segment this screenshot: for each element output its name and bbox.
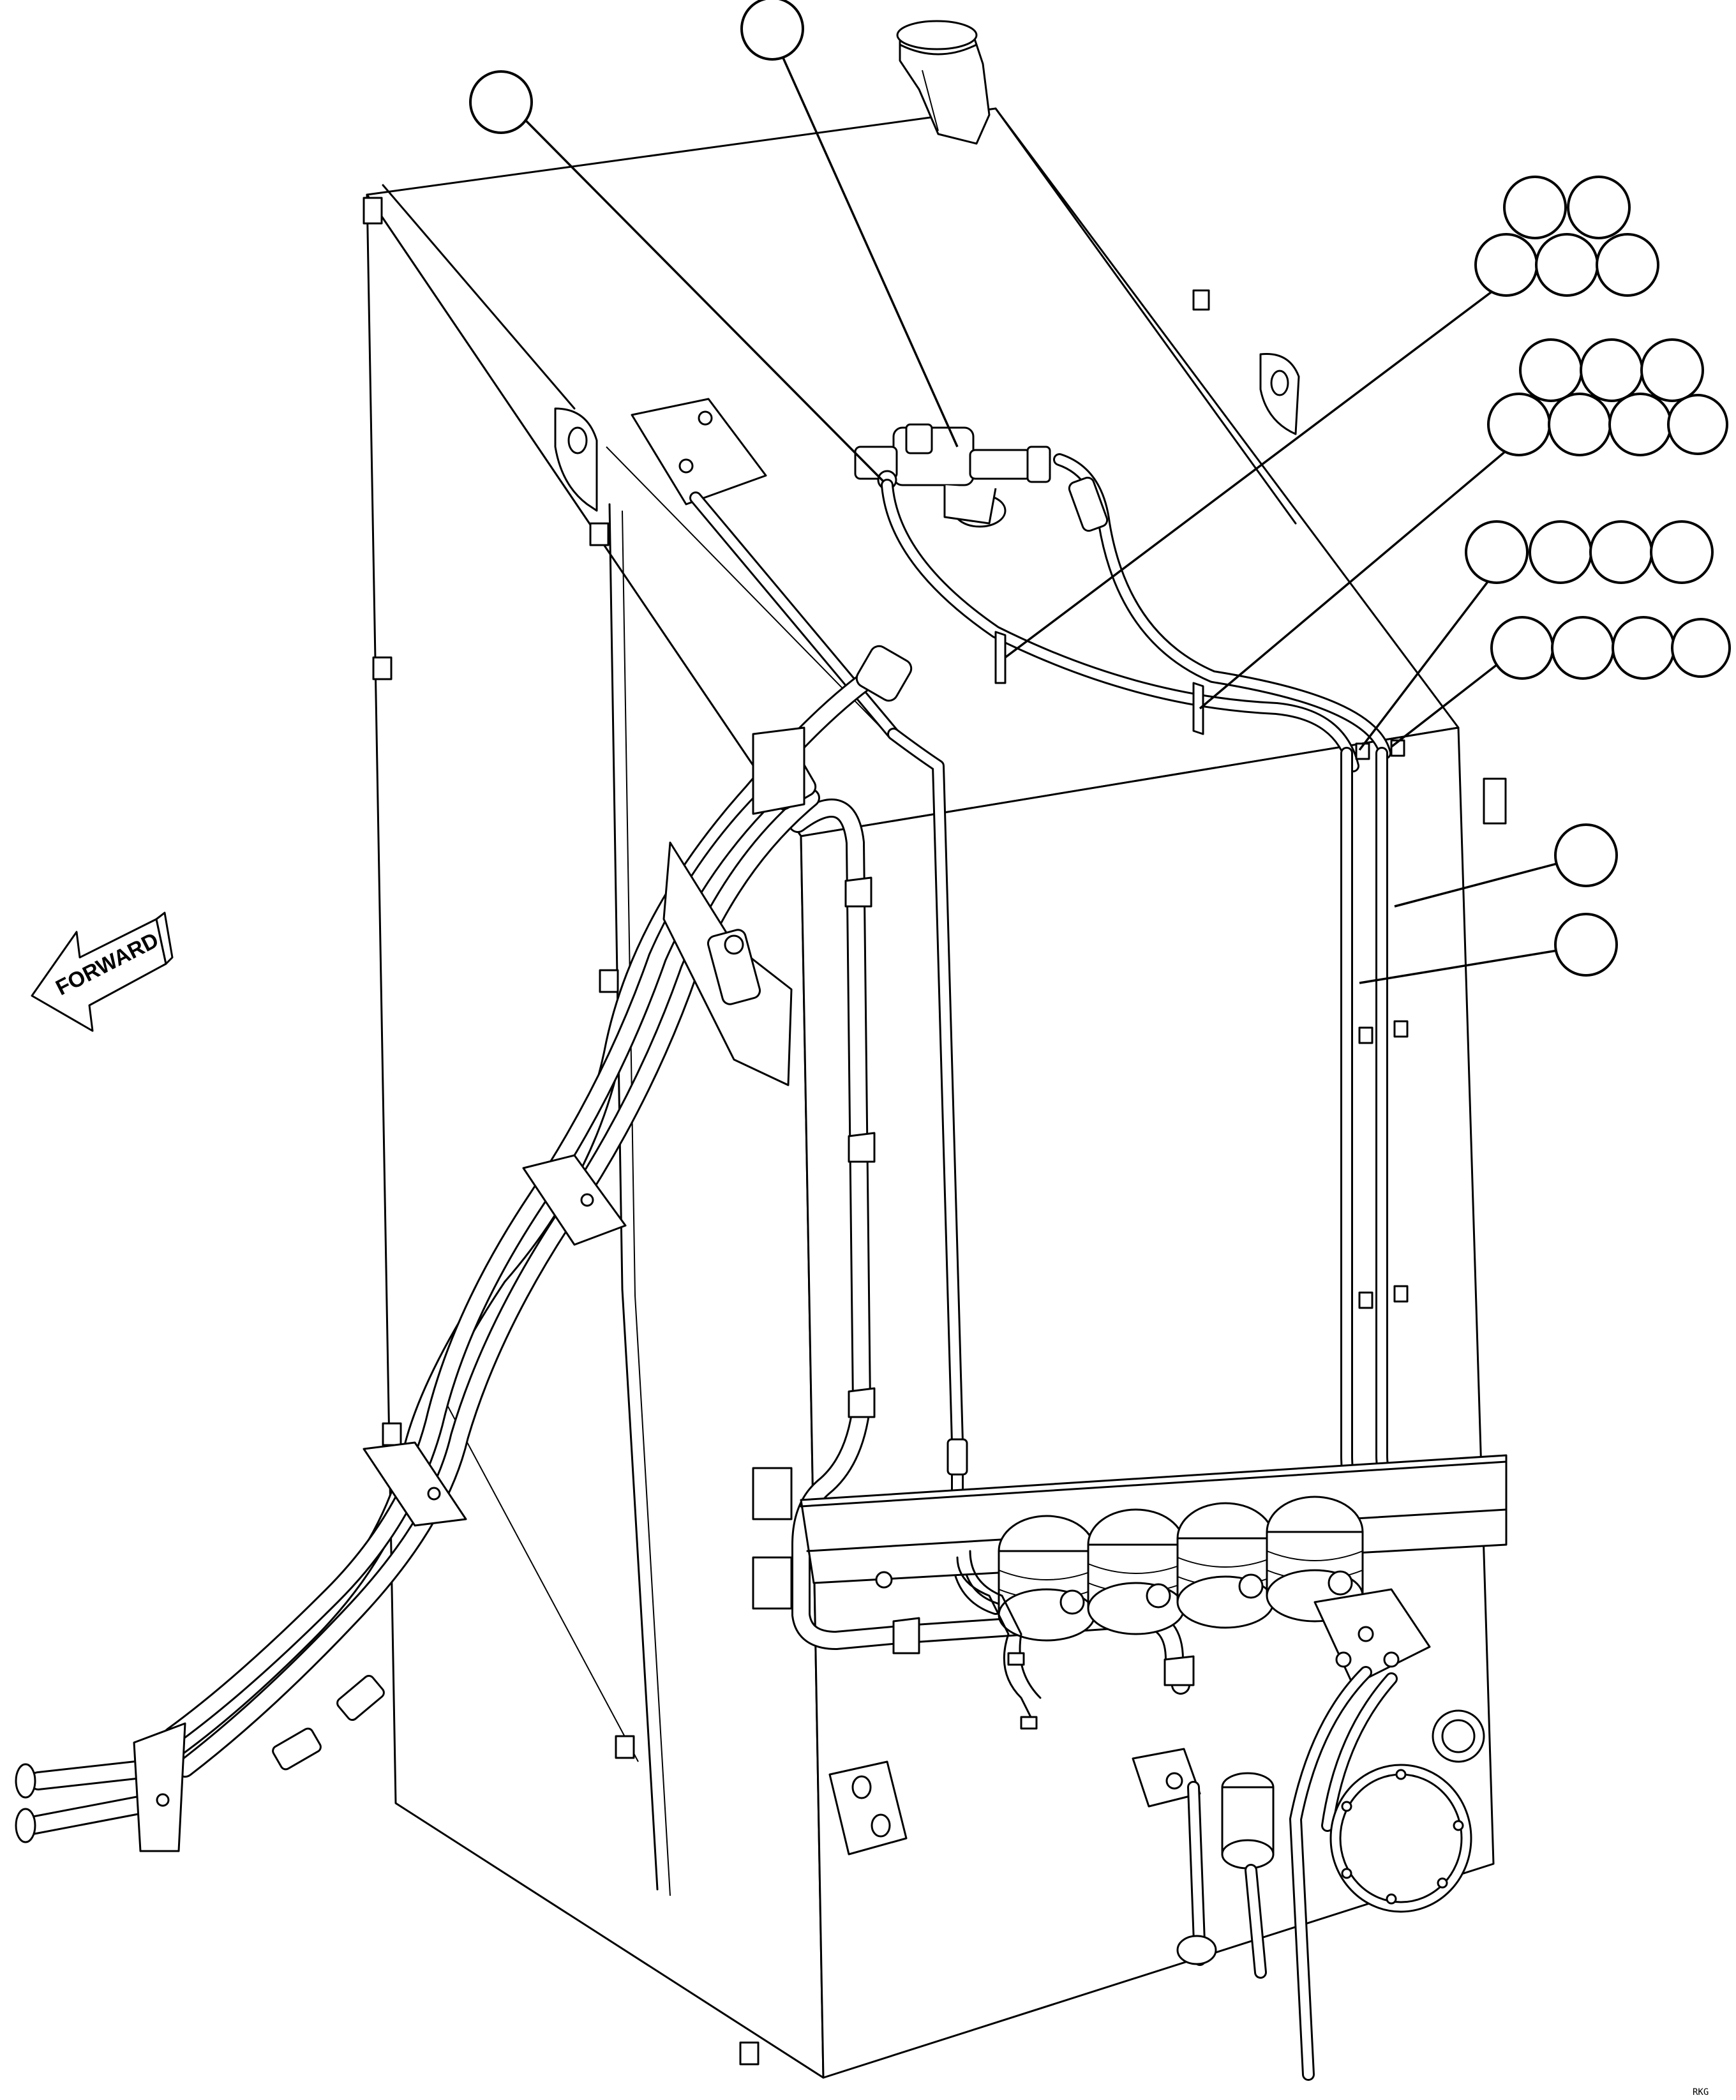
- callout-balloon: [1548, 393, 1612, 456]
- hose-clamps: [133, 726, 805, 1852]
- filter-1: [998, 1515, 1096, 1642]
- callout-balloon: [1487, 393, 1551, 456]
- callout-balloon: [1580, 338, 1643, 402]
- callout-balloon: [1519, 338, 1583, 402]
- mounting-lugs: [363, 197, 1507, 2066]
- callout-balloon: [1608, 393, 1672, 456]
- tank-body: [366, 107, 1495, 2079]
- callout-balloon: [1612, 616, 1675, 680]
- callout-balloon: [1529, 520, 1592, 584]
- breather-valve: [854, 423, 1051, 528]
- callout-balloon: [1535, 233, 1599, 297]
- callout-balloon: [469, 70, 533, 134]
- callout-balloon: [1567, 176, 1631, 239]
- callout-balloon: [1503, 176, 1567, 239]
- main-hoses-left: [15, 645, 913, 1843]
- callout-balloon: [1551, 616, 1615, 680]
- inspection-cover: [1329, 1764, 1472, 1913]
- temperature-sender: [1132, 1748, 1217, 1966]
- filter-3: [1176, 1502, 1275, 1629]
- suction-flange: [662, 841, 793, 1086]
- filter-2: [1087, 1508, 1185, 1635]
- callout-balloon: [1650, 520, 1714, 584]
- callout-balloons: [469, 0, 1731, 977]
- callout-balloon: [740, 0, 804, 61]
- callout-balloon: [1671, 618, 1731, 678]
- forward-arrow: FORWARD: [31, 911, 174, 1032]
- figure-code: RKG: [1693, 2087, 1709, 2097]
- callout-leaders: [522, 47, 1577, 984]
- callout-balloon: [1554, 823, 1618, 887]
- callout-balloon: [1554, 913, 1618, 977]
- callout-balloon: [1589, 520, 1653, 584]
- breather-hoses: [881, 453, 1391, 772]
- filter-base-plate: [1313, 1588, 1431, 1686]
- filler-neck: [896, 20, 991, 145]
- lower-bracket: [828, 1760, 908, 1856]
- callout-balloon: [1596, 233, 1659, 297]
- callout-balloon: [1474, 233, 1538, 297]
- pressure-switch: [1221, 1772, 1275, 1979]
- callout-balloon: [1667, 394, 1728, 455]
- wiring-harness: [956, 1550, 1042, 1730]
- callout-balloon: [1640, 338, 1704, 402]
- lifting-eye-right: [1259, 352, 1300, 435]
- callout-balloon: [1490, 616, 1554, 680]
- callout-balloon: [1465, 520, 1529, 584]
- sight-gauge: [1432, 1709, 1485, 1763]
- lifting-eye-left: [554, 407, 598, 512]
- drain-hose-lower: [1289, 1666, 1398, 2081]
